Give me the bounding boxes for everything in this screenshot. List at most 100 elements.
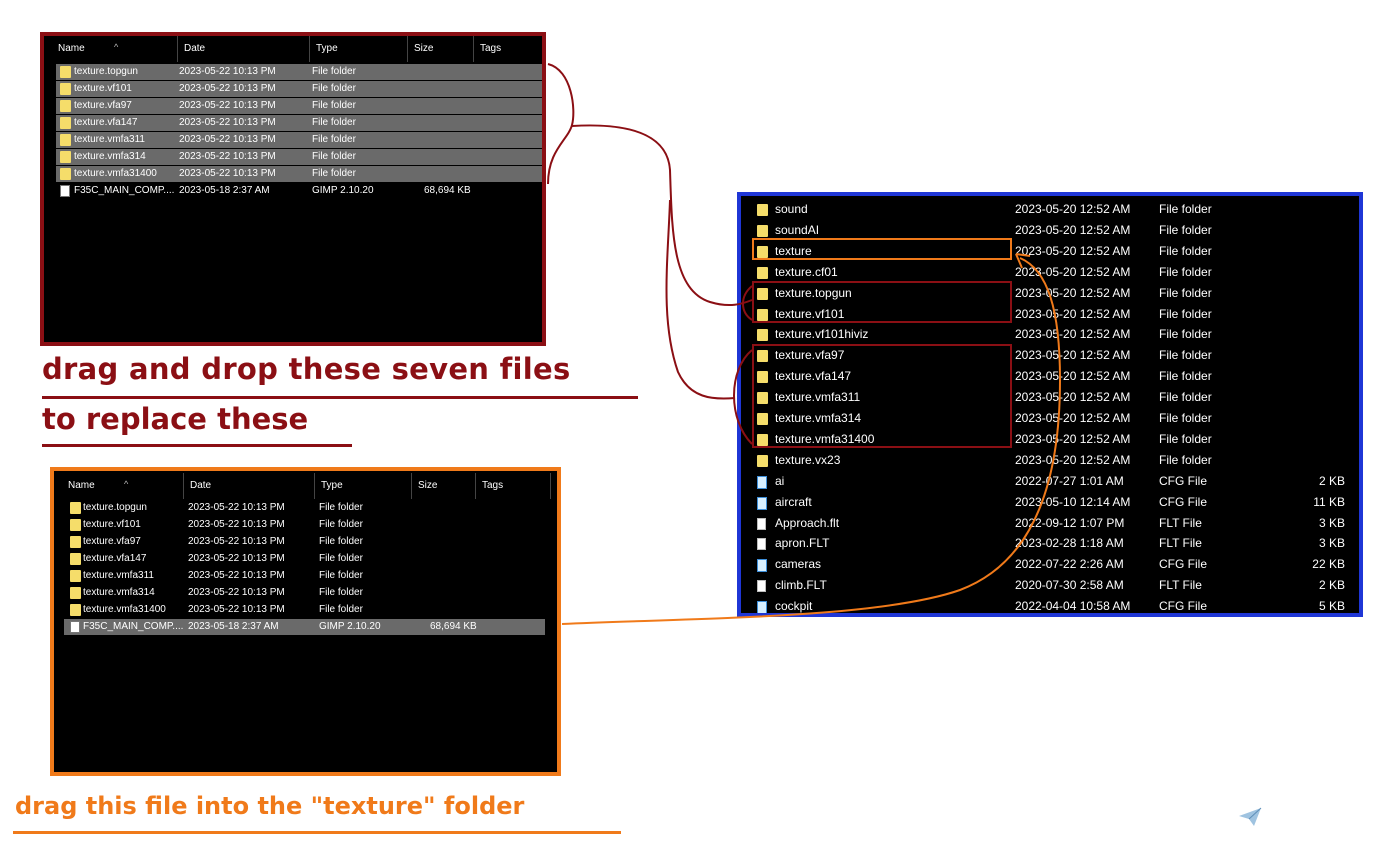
file-type: File folder: [1159, 452, 1212, 467]
column-name[interactable]: Name^: [62, 473, 184, 499]
file-size: 68,694 KB: [424, 185, 471, 196]
file-name: cockpit: [775, 599, 813, 614]
texture-folder-highlight: [752, 238, 1012, 260]
folder-icon: [757, 224, 768, 237]
file-type: FLT File: [1159, 515, 1202, 530]
red-brace: [547, 63, 575, 185]
column-date[interactable]: Date: [184, 473, 315, 499]
file-type: File folder: [1159, 431, 1212, 446]
file-type: File folder: [1159, 264, 1212, 279]
file-date: 2023-05-22 10:13 PM: [179, 168, 276, 179]
file-type: File folder: [312, 168, 356, 179]
file-date: 2023-05-22 10:13 PM: [179, 66, 276, 77]
file-type: File folder: [319, 553, 363, 564]
folder-icon: [757, 392, 768, 405]
red-connector-lower-brace: [733, 349, 753, 445]
column-size[interactable]: Size: [412, 473, 476, 499]
column-tags[interactable]: Tags: [476, 473, 551, 499]
column-date[interactable]: Date: [178, 36, 310, 62]
file-size: 22 KB: [1312, 557, 1345, 572]
file-type: File folder: [1159, 348, 1212, 363]
file-type: CFG File: [1159, 473, 1207, 488]
file-date: 2023-05-18 2:37 AM: [179, 185, 270, 196]
column-tags[interactable]: Tags: [480, 43, 502, 54]
cfg-file-icon: [757, 496, 767, 510]
file-type: File folder: [312, 134, 356, 145]
file-size: 2 KB: [1318, 578, 1345, 593]
folder-icon: [70, 519, 81, 531]
file-date: 2023-05-20 12:52 AM: [1015, 327, 1131, 342]
file-type: File folder: [1159, 306, 1212, 321]
folder-icon: [60, 151, 71, 163]
file-name: texture.vfa97: [74, 100, 132, 111]
file-name: texture.vx23: [775, 452, 841, 467]
file-name: sound: [775, 202, 808, 216]
folder-icon: [757, 245, 768, 258]
folder-icon: [60, 66, 71, 78]
column-type[interactable]: Type: [310, 36, 408, 62]
file-date: 2023-05-22 10:13 PM: [188, 604, 285, 615]
flt-file-icon: [757, 580, 766, 593]
column-type[interactable]: Type: [315, 473, 412, 499]
replace-group-1-highlight: [752, 281, 1012, 323]
file-type: File folder: [1159, 202, 1212, 216]
column-name[interactable]: Name^: [52, 36, 178, 62]
file-name: texture.vmfa311: [775, 390, 861, 405]
flt-file-icon: [757, 538, 766, 551]
file-name: texture.vmfa314: [83, 587, 155, 598]
file-type: CFG File: [1159, 599, 1207, 614]
file-size: 68,694 KB: [430, 621, 477, 632]
red-connector-upper-brace: [742, 285, 753, 321]
file-type: File folder: [312, 83, 356, 94]
file-type: FLT File: [1159, 578, 1202, 593]
file-row[interactable]: texture.vmfa314 2023-05-22 10:13 PM File f…: [56, 149, 542, 165]
column-size[interactable]: Size: [408, 36, 474, 62]
folder-icon: [60, 100, 71, 112]
file-name: soundAI: [775, 222, 820, 237]
file-date: 2023-05-22 10:13 PM: [179, 151, 276, 162]
file-type: File folder: [312, 117, 356, 128]
file-name: texture.cf01: [775, 264, 838, 279]
file-type: File folder: [1159, 390, 1212, 405]
file-date: 2023-05-22 10:13 PM: [188, 519, 285, 530]
file-type: File folder: [319, 502, 363, 513]
file-name: texture.vfa147: [83, 553, 147, 564]
file-type: File folder: [312, 151, 356, 162]
file-name: texture.vmfa314: [74, 151, 146, 162]
